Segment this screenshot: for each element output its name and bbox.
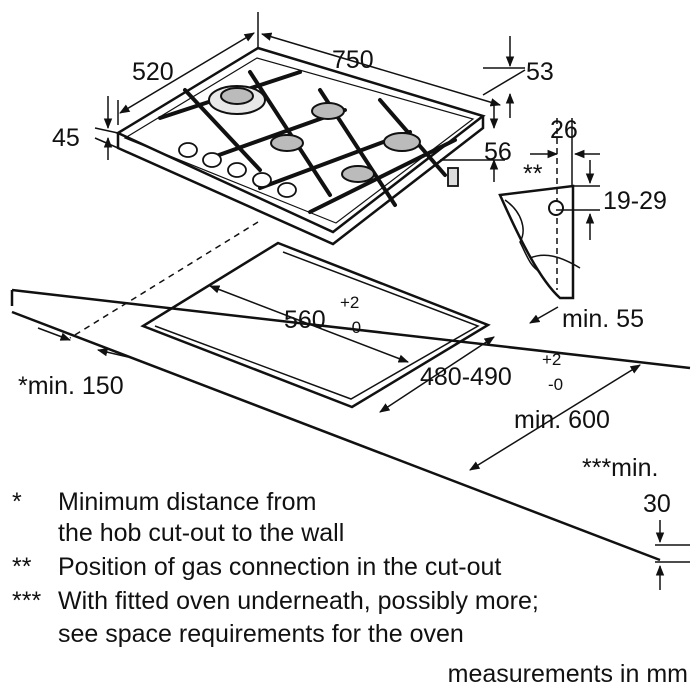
dim-gas-offset: 56 <box>484 138 512 166</box>
burner-large <box>208 85 266 115</box>
gas-detail <box>498 118 600 300</box>
dim-detail-width: 26 <box>550 116 578 144</box>
note-3-mark: *** <box>12 587 42 615</box>
burner-front-right <box>341 165 375 183</box>
dim-cutout-depth-tol-plus: +2 <box>542 350 561 369</box>
note-3-line-2: see space requirements for the oven <box>58 620 464 648</box>
dim-edge-min: min. 55 <box>562 305 644 333</box>
burner-front-left <box>270 134 304 152</box>
dim-worktop-min: min. 600 <box>514 406 610 434</box>
dim-cutout-width: 560 <box>284 306 326 334</box>
dim-wall-min: *min. 150 <box>18 372 124 400</box>
dim-detail-mark: ** <box>523 160 543 188</box>
dim-right-drop: 53 <box>526 58 554 86</box>
cutout-dimension-lines <box>37 285 665 590</box>
dim-cutout-width-tol-minus: -0 <box>346 318 361 337</box>
dim-hob-width: 750 <box>332 46 374 74</box>
dimension-lines <box>94 12 526 182</box>
note-1-line-1: Minimum distance from <box>58 488 317 516</box>
dim-cutout-depth: 480-490 <box>420 363 512 391</box>
burner-right <box>383 132 421 152</box>
dim-thickness-min: ***min. <box>582 454 658 482</box>
note-2-line-1: Position of gas connection in the cut-ou… <box>58 553 502 581</box>
dim-hob-depth: 520 <box>132 58 174 86</box>
dim-cutout-width-tol-plus: +2 <box>340 293 359 312</box>
note-1-mark: * <box>12 488 22 516</box>
note-3-line-1: With fitted oven underneath, possibly mo… <box>58 587 539 615</box>
projection-lines <box>69 221 259 339</box>
dim-hob-height: 45 <box>52 124 80 152</box>
gas-connector <box>447 167 459 187</box>
dim-thickness-value: 30 <box>643 490 671 518</box>
note-2-mark: ** <box>12 553 32 581</box>
control-knobs <box>178 142 297 198</box>
dim-detail-range: 19-29 <box>603 187 667 215</box>
note-1-line-2: the hob cut-out to the wall <box>58 519 345 547</box>
units-label: measurements in mm <box>447 660 688 688</box>
burner-rear-middle <box>311 102 345 120</box>
dim-cutout-depth-tol-minus: -0 <box>548 375 563 394</box>
